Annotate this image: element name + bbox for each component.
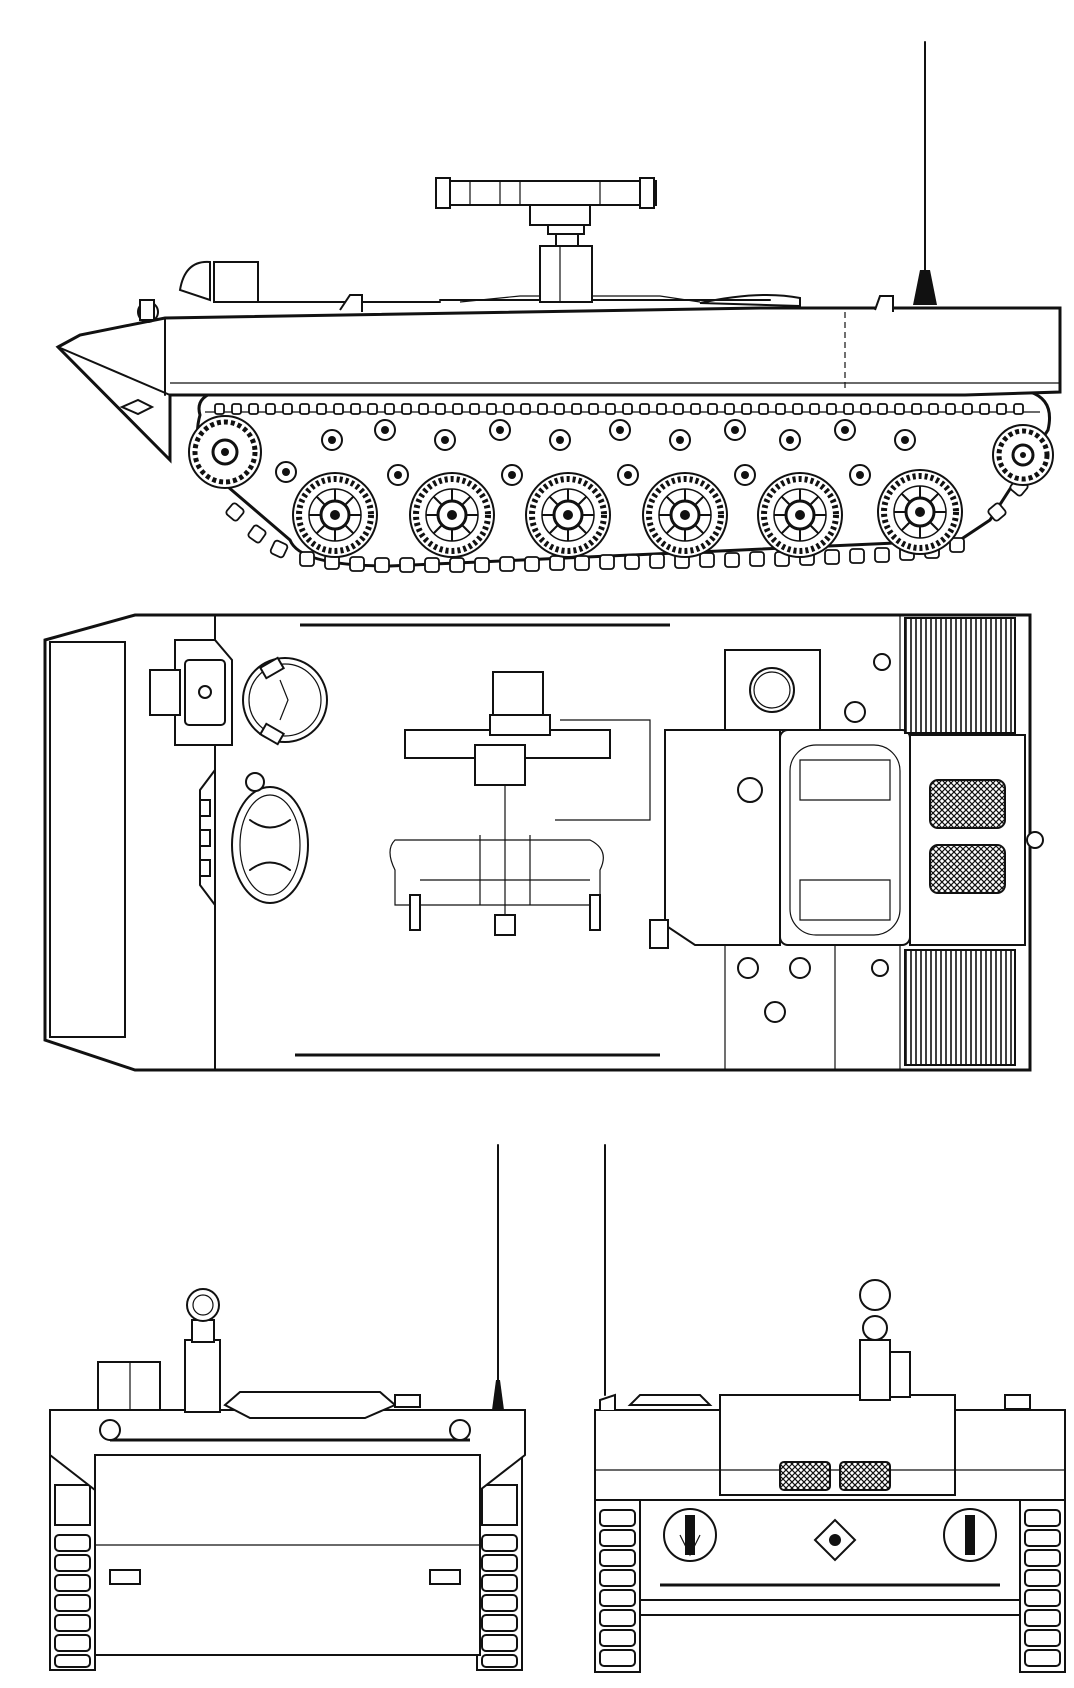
front-right-track [476,1454,523,1671]
periscope-icon [213,261,259,303]
hull-side [55,306,1062,464]
road-wheel-icon [643,473,727,557]
rear-hatch-left [663,1508,717,1562]
antenna-base [913,270,937,305]
launcher-icon [435,177,657,303]
troop-hatch-left [664,729,781,946]
towing-eye [813,1518,857,1562]
launcher-icon [389,671,651,936]
grille-icon [929,844,1006,894]
front-lower-plate [94,1454,481,1656]
top-view [43,613,1044,1072]
sprocket-icon [188,415,262,489]
road-wheel-icon [526,473,610,557]
rear-right-track [1019,1499,1066,1673]
grille-icon [839,1461,891,1491]
grille-icon [904,617,1016,734]
sight-icon [859,1279,891,1311]
road-wheel-icon [878,470,962,554]
sight-icon [186,1288,220,1322]
rear-hatch-right [943,1508,997,1562]
idler-icon [992,424,1054,486]
front-plate [49,641,126,1038]
side-view [55,41,1062,573]
rear-engine-deck [719,1394,956,1496]
hatch-icon [231,772,309,904]
driver-hatch [149,639,233,746]
road-wheel-icon [410,473,494,557]
rear-left-track [594,1499,641,1673]
grille-icon [929,779,1006,829]
front-left-track [49,1454,96,1671]
grille-icon [904,949,1016,1066]
hatch-icon [178,260,211,302]
periscope-icon [97,1361,161,1411]
rear-view [594,1144,1066,1673]
road-wheel-icon [758,473,842,557]
grille-icon [779,1461,831,1491]
hatch-icon [242,656,328,746]
towing-eye [119,398,155,416]
road-wheel-icon [293,473,377,557]
front-view [49,1144,526,1671]
vent-icon [749,667,795,713]
